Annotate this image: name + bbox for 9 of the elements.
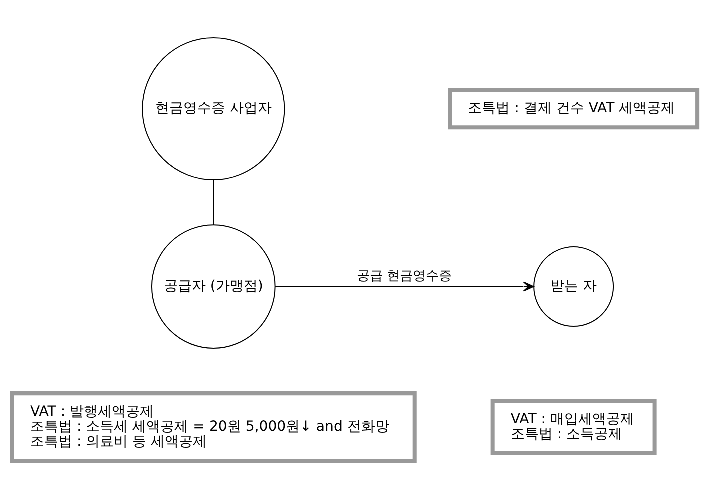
- node-box: 조특법 : 결제 건수 VAT 세액공제: [448, 88, 700, 130]
- connector: [213, 180, 214, 226]
- node-circle: 받는 자: [534, 246, 614, 328]
- node-circle: 공급자 (가맹점): [151, 224, 276, 349]
- node-box: VAT : 발행세액공제 조특법 : 소득세 세액공제 = 20원 5,000원↓ and 전화망 조특법 : 의료비 등 세액공제: [10, 392, 417, 463]
- arrow: [276, 282, 534, 292]
- node-circle: 현금영수증 사업자: [142, 37, 286, 181]
- node-box: VAT : 매입세액공제 조특법 : 소득공제: [490, 399, 657, 456]
- edge-label: 공급 현금영수증: [357, 269, 452, 284]
